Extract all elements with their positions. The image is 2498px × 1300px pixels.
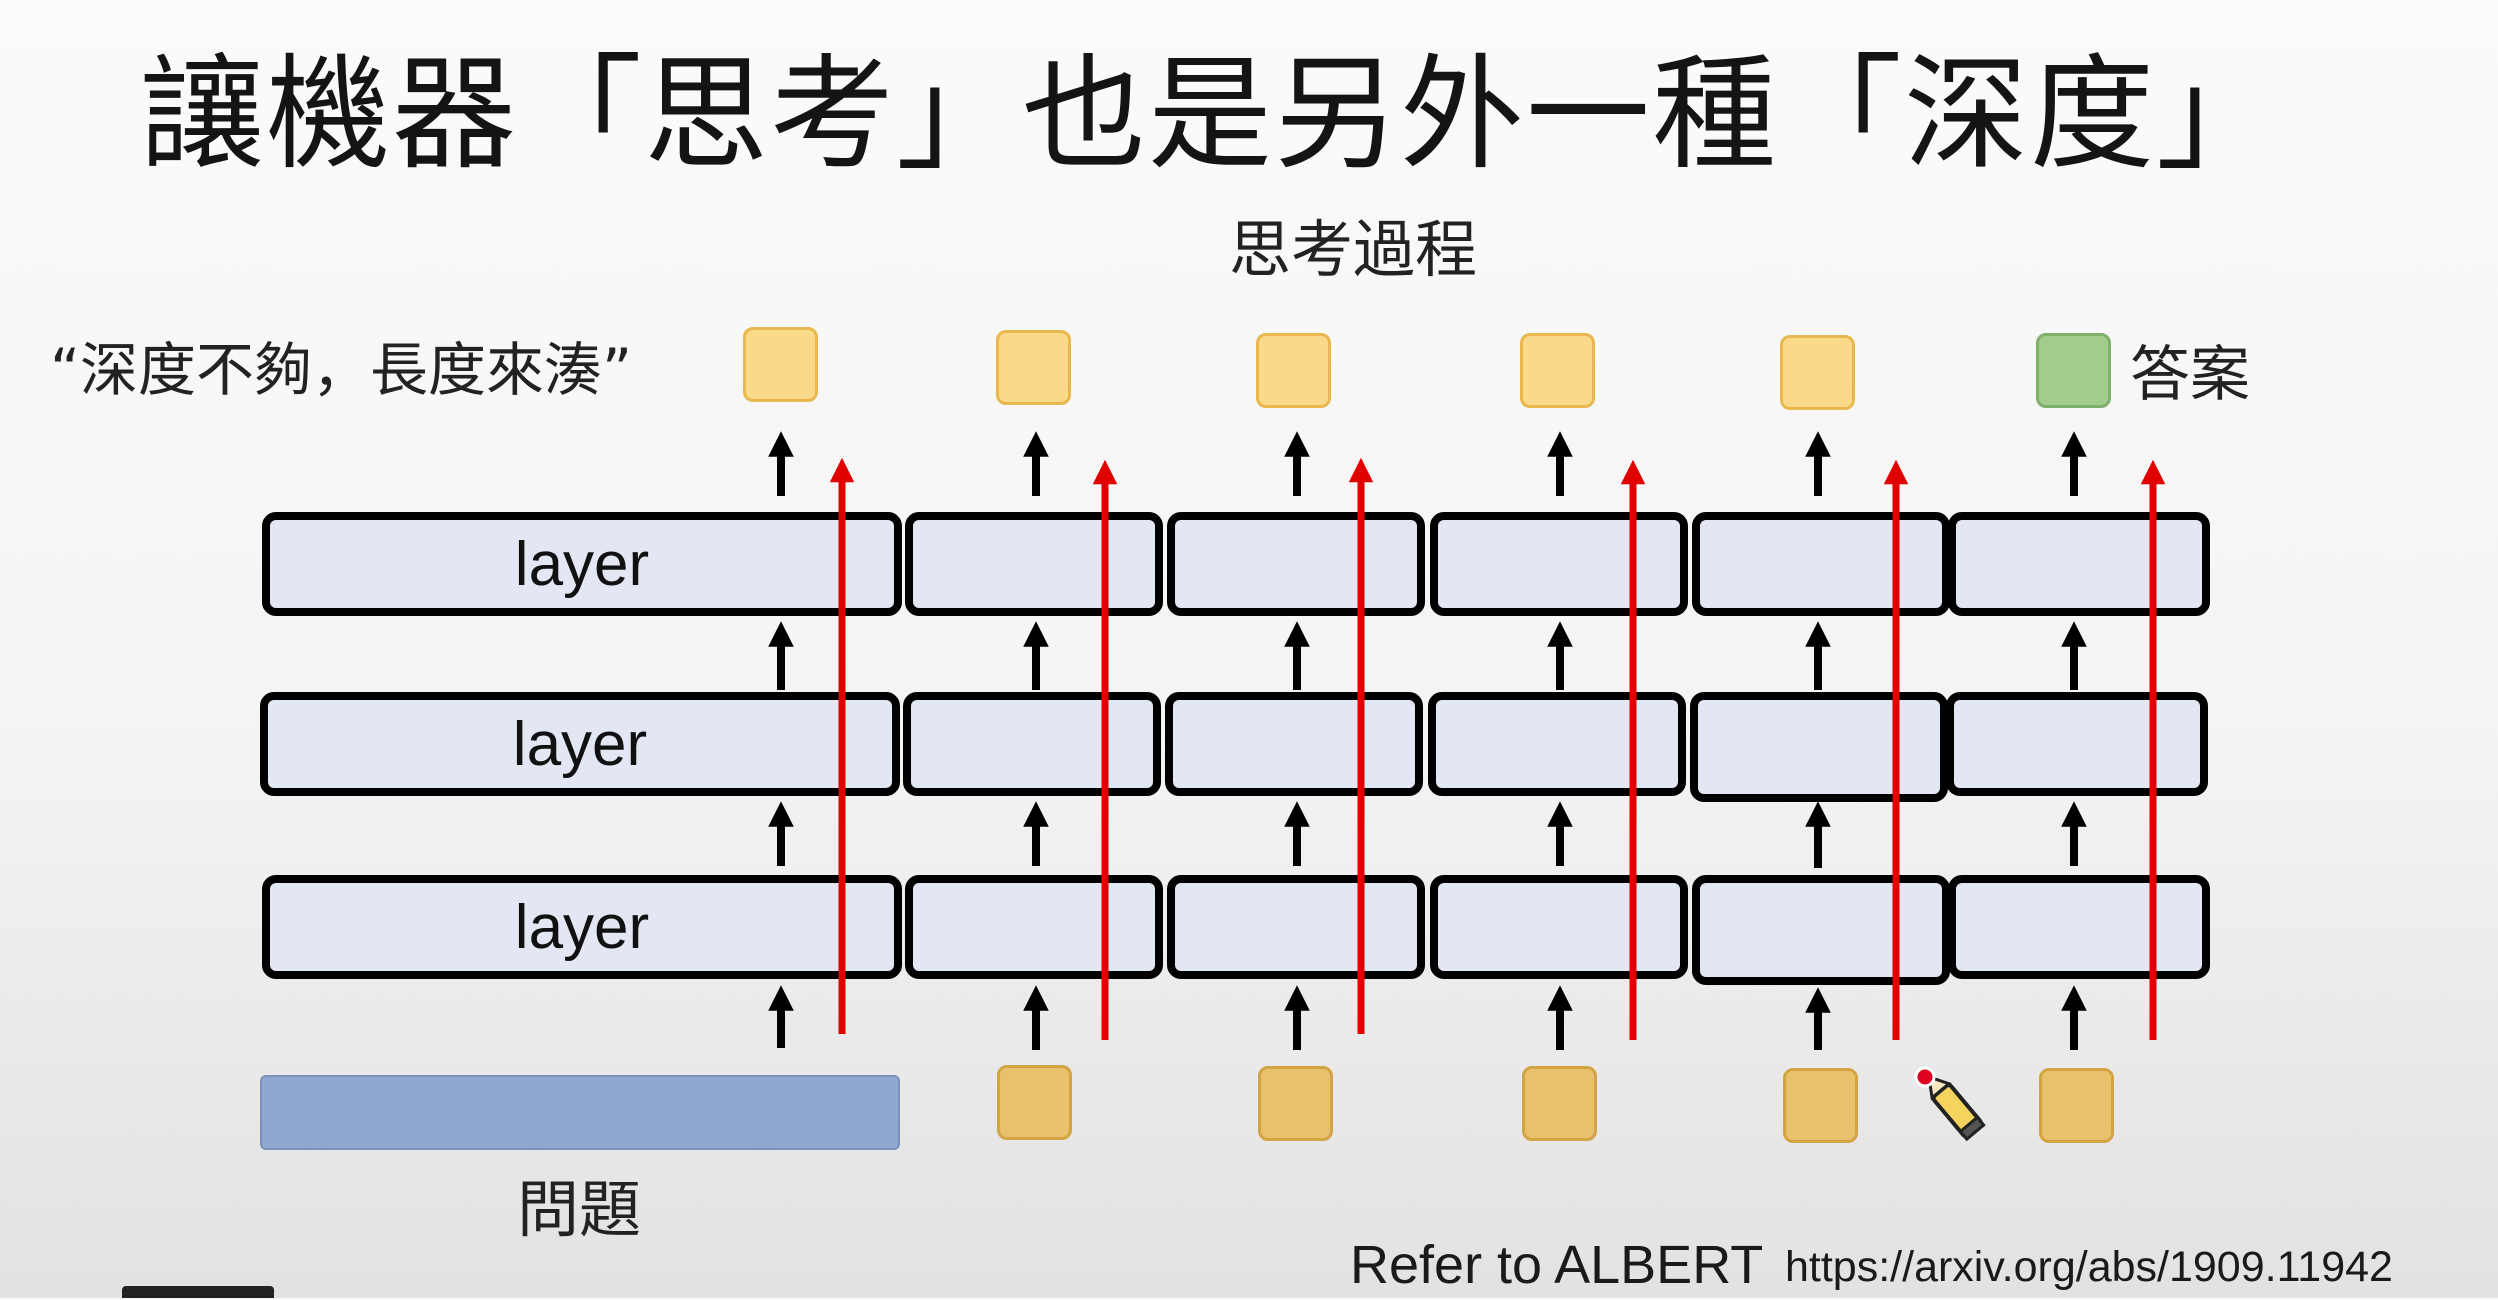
layer-block-r3-c4 [1430,875,1688,979]
input-token-5 [1783,1068,1858,1143]
output-token-2 [996,330,1071,405]
layer-label: layer [514,892,650,962]
output-token-4 [1520,333,1595,408]
layer-block-r2-c1: layer [260,692,900,796]
question-label: 問題 [517,1173,642,1246]
red-arrows [829,457,2166,1040]
layer-block-r1-c2 [905,512,1163,616]
reference-text: Refer to ALBERT [1350,1235,1764,1295]
thinking-process-label: 思考過程 [1229,213,1478,286]
input-token-4 [1522,1066,1597,1141]
pen-cursor-icon [1914,1066,1986,1142]
layer-block-r1-c6 [1948,512,2210,616]
output-token-3 [1256,333,1331,408]
layer-label: layer [512,709,648,779]
output-token-1 [743,327,818,402]
layer-label: layer [514,529,650,599]
answer-label: 答案 [2130,340,2250,410]
input-token-3 [1258,1066,1333,1141]
answer-token [2036,333,2111,408]
slide-title: 讓機器「思考」也是另外一種「深度」 [140,43,2283,187]
layer-block-r3-c2 [905,875,1163,979]
layer-block-r2-c5 [1690,692,1948,802]
input-token-6 [2039,1068,2114,1143]
layer-block-r3-c1: layer [262,875,902,979]
video-progress-stub [122,1286,274,1298]
layer-block-r1-c4 [1430,512,1688,616]
layer-block-r1-c3 [1167,512,1425,616]
layer-block-r1-c5 [1692,512,1950,616]
reference-url[interactable]: https://arxiv.org/abs/1909.11942 [1785,1243,2393,1291]
layer-block-r1-c1: layer [262,512,902,616]
layer-block-r3-c5 [1692,875,1950,985]
layer-block-r2-c4 [1428,692,1686,796]
question-input-bar [260,1075,900,1150]
layer-block-r2-c3 [1165,692,1423,796]
layer-block-r2-c2 [903,692,1161,796]
input-token-2 [997,1065,1072,1140]
layer-block-r2-c6 [1946,692,2208,796]
quote-text: “深度不夠，長度來湊” [50,336,633,404]
layer-block-r3-c6 [1948,875,2210,979]
layer-block-r3-c3 [1167,875,1425,979]
output-token-5 [1780,335,1855,410]
